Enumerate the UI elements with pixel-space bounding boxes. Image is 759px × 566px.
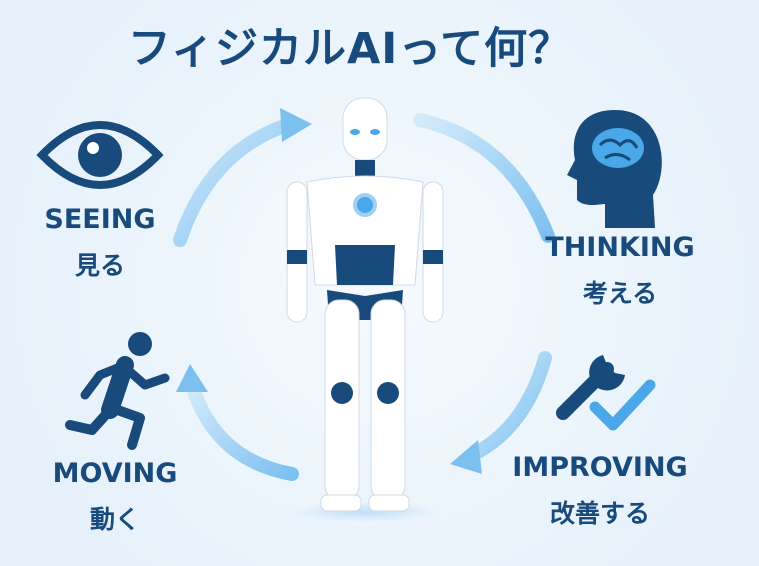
page-title: フィジカルAIって何？ xyxy=(127,24,573,74)
arrowhead-icon xyxy=(450,440,482,474)
arrow-moving-to-seeing xyxy=(185,378,299,481)
step-improving-label: IMPROVING xyxy=(512,452,688,483)
arrow-thinking-to-improving xyxy=(413,113,555,243)
running-person-icon xyxy=(65,332,170,450)
step-improving-jp: 改善する xyxy=(549,499,650,528)
step-seeing-label: SEEING xyxy=(44,204,156,235)
brain-head-icon xyxy=(567,110,662,228)
robot-illustration xyxy=(286,97,444,522)
wrench-check-icon xyxy=(556,355,656,431)
arrowhead-icon xyxy=(176,364,208,392)
step-moving-label: MOVING xyxy=(52,458,178,489)
step-seeing-jp: 見る xyxy=(74,251,125,280)
eye-icon xyxy=(36,121,164,189)
arrow-improving-to-moving xyxy=(463,351,552,463)
step-moving-jp: 動く xyxy=(89,505,140,534)
step-thinking-label: THINKING xyxy=(545,232,695,263)
step-thinking-jp: 考える xyxy=(582,279,658,308)
arrow-seeing-to-thinking xyxy=(173,117,297,247)
arrowhead-icon xyxy=(280,108,312,142)
